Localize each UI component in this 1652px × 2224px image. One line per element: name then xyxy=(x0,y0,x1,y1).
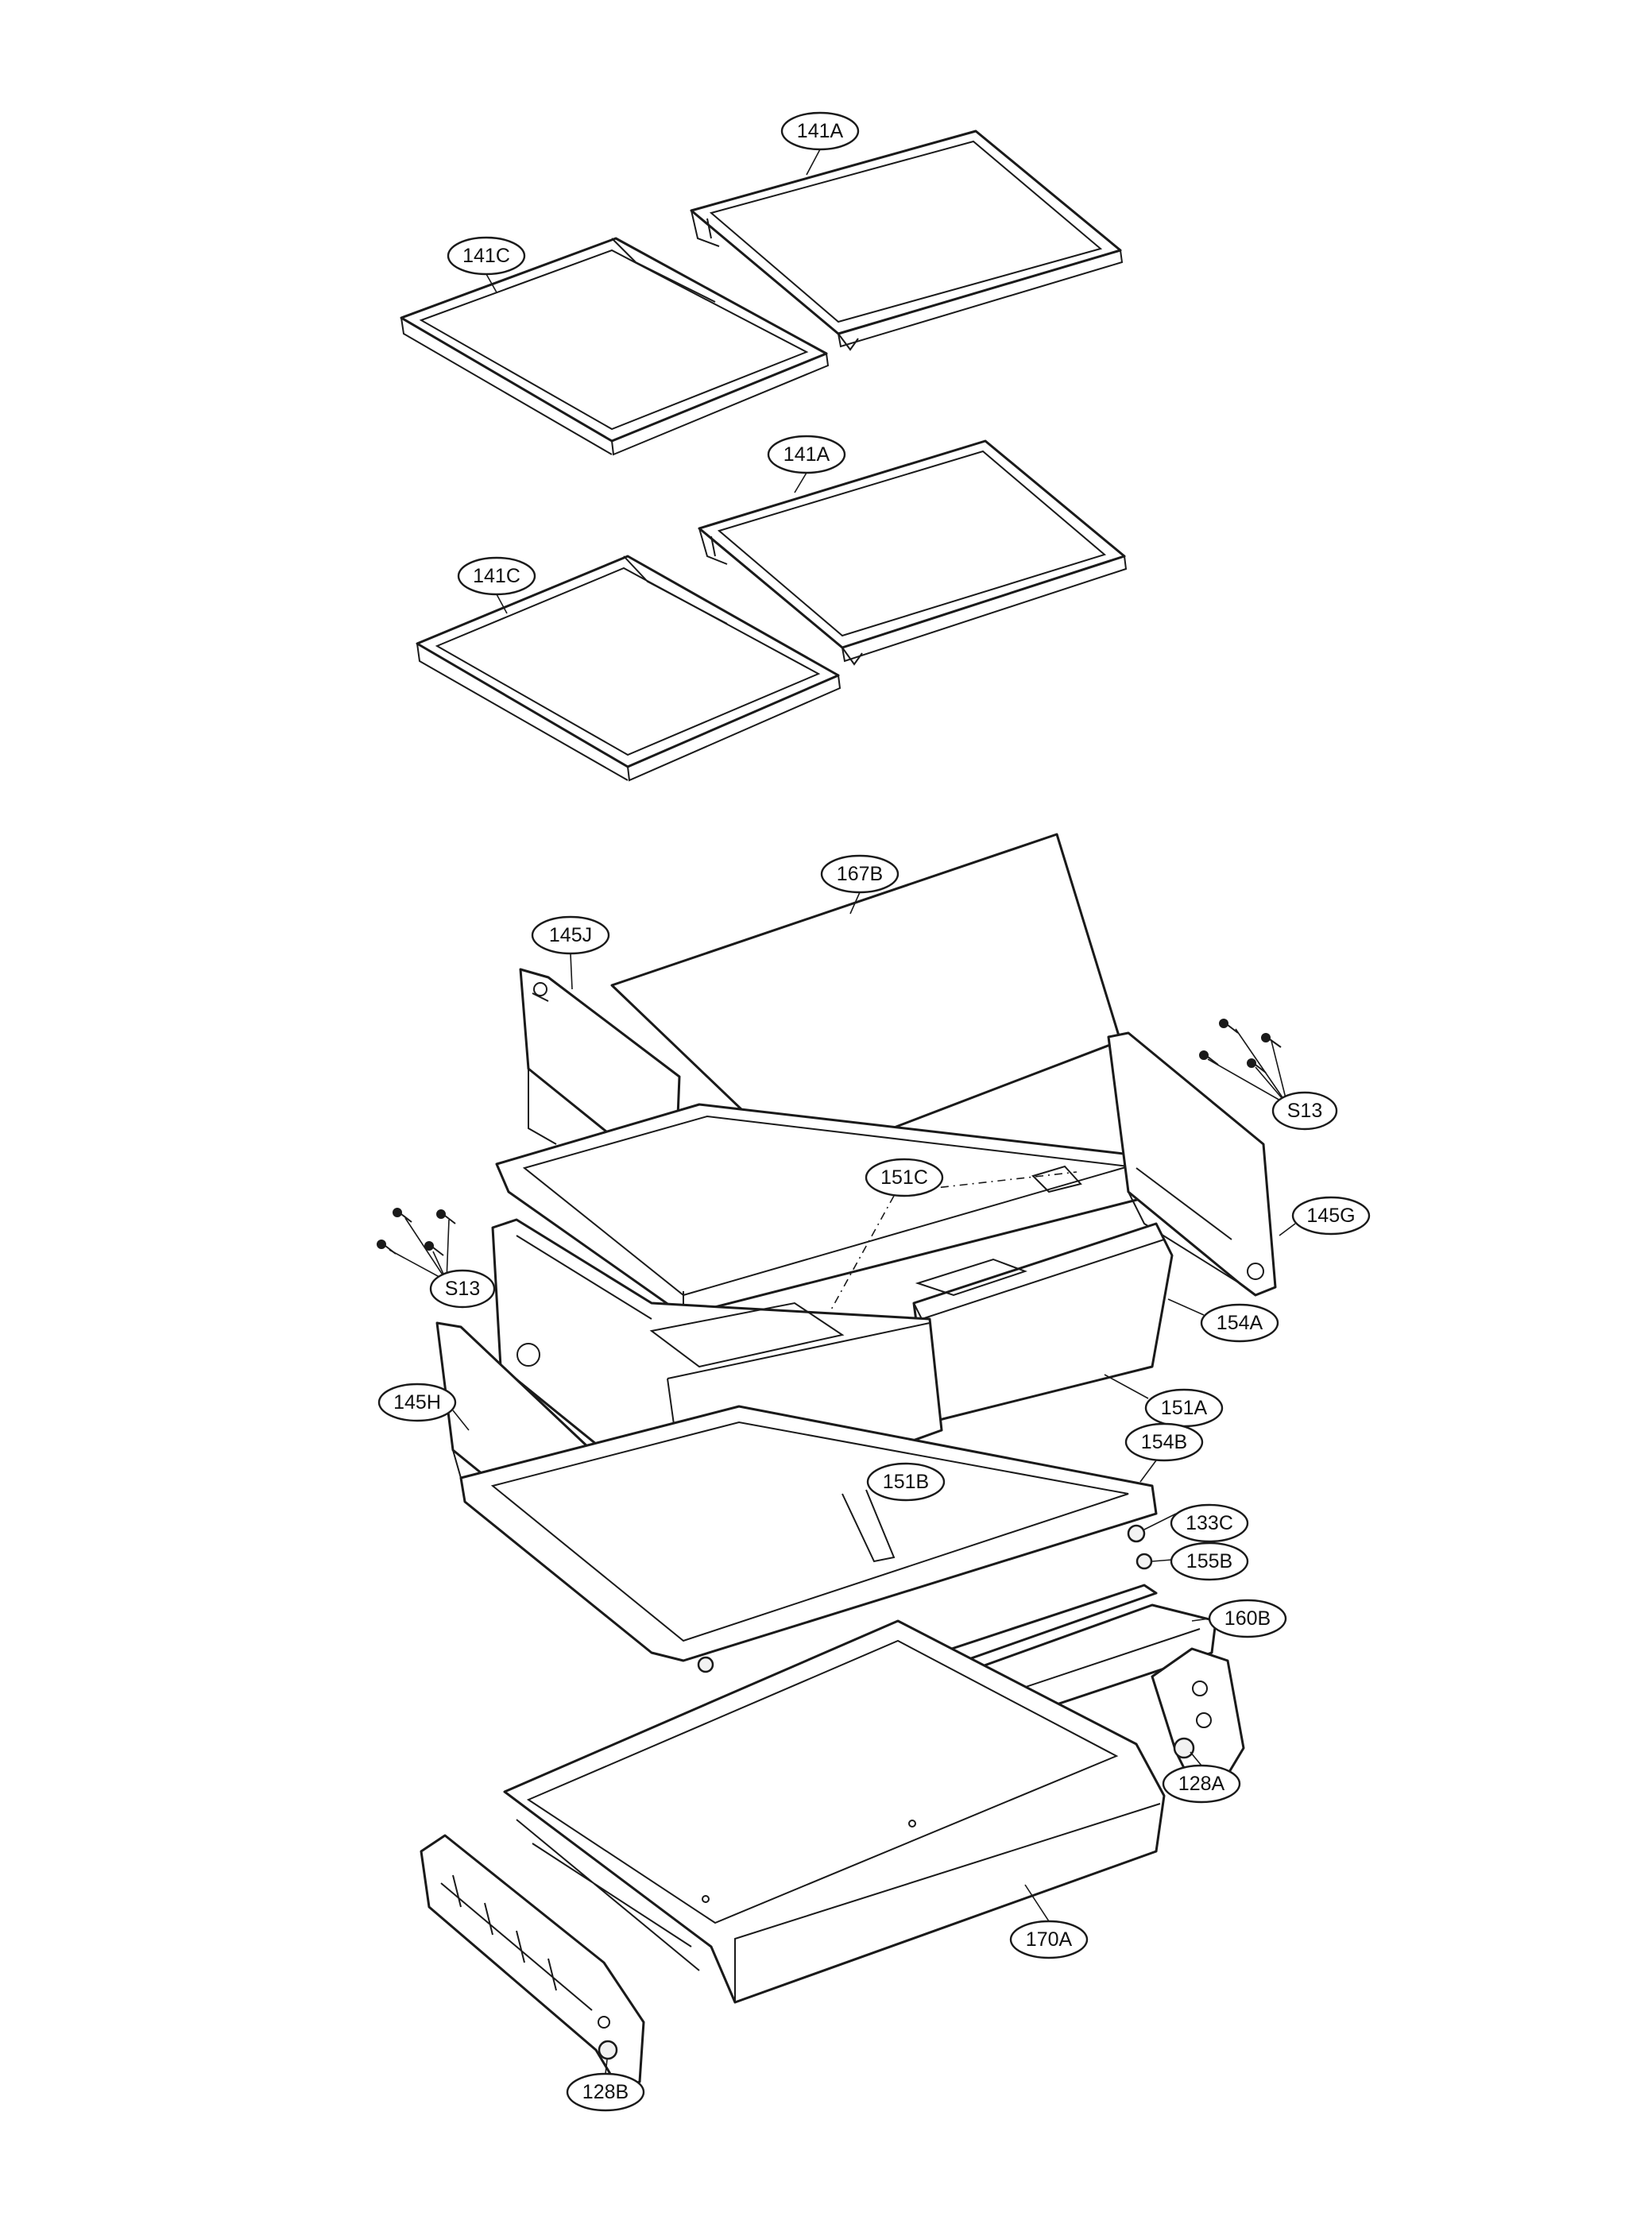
callout-145g-label: 145G xyxy=(1306,1205,1355,1227)
callout-160b-label: 160B xyxy=(1224,1607,1271,1630)
callout-145j: 145J xyxy=(531,915,610,955)
screws-s13-right xyxy=(1199,1019,1282,1073)
shelf-141c-second xyxy=(416,555,841,782)
callout-141a-top-label: 141A xyxy=(797,120,844,142)
callout-155b-label: 155B xyxy=(1186,1550,1232,1572)
callout-154a-label: 154A xyxy=(1217,1312,1263,1334)
shelf-141c-top xyxy=(400,237,830,456)
callout-128b: 128B xyxy=(566,2072,645,2112)
callout-170a-label: 170A xyxy=(1026,1928,1073,1951)
callout-151a-label: 151A xyxy=(1161,1397,1208,1419)
callout-128a-label: 128A xyxy=(1178,1773,1225,1795)
callout-133c-label: 133C xyxy=(1186,1512,1233,1534)
callout-154b: 154B xyxy=(1124,1422,1204,1462)
callout-s13-left-label: S13 xyxy=(445,1278,480,1300)
callout-167b: 167B xyxy=(820,854,900,894)
callout-170a: 170A xyxy=(1009,1920,1089,1959)
callout-151c: 151C xyxy=(865,1158,944,1197)
callout-s13-left: S13 xyxy=(429,1269,496,1309)
callout-145g: 145G xyxy=(1291,1196,1371,1236)
callout-167b-label: 167B xyxy=(837,863,883,885)
pantry-drawer-170a xyxy=(503,1619,1166,2004)
callout-133c: 133C xyxy=(1170,1503,1249,1543)
callout-151a: 151A xyxy=(1144,1388,1224,1428)
callout-141a-second-label: 141A xyxy=(783,443,830,466)
callout-151b: 151B xyxy=(866,1462,946,1502)
roller-155b xyxy=(697,1553,1153,1673)
crisper-drawer-151a xyxy=(912,1222,1174,1424)
callout-141c-second: 141C xyxy=(457,556,536,596)
callout-128a: 128A xyxy=(1162,1764,1241,1804)
callout-141c-second-label: 141C xyxy=(473,565,520,587)
callout-141a-second: 141A xyxy=(767,435,846,474)
tray-154b xyxy=(459,1405,1158,1662)
callout-151b-label: 151B xyxy=(883,1471,929,1493)
rail-bracket-128b xyxy=(420,1834,645,2091)
callout-s13-right: S13 xyxy=(1271,1091,1338,1131)
callout-141c-top: 141C xyxy=(447,236,526,276)
callout-154b-label: 154B xyxy=(1141,1431,1187,1453)
callout-128b-label: 128B xyxy=(582,2081,629,2103)
callout-s13-right-label: S13 xyxy=(1287,1100,1322,1122)
callout-160b: 160B xyxy=(1208,1599,1287,1638)
callout-145h: 145H xyxy=(377,1383,457,1422)
roller-133c xyxy=(1127,1524,1146,1543)
callout-145h-label: 145H xyxy=(393,1391,441,1414)
shelf-141a-second xyxy=(698,439,1128,666)
shelf-141a-top xyxy=(690,130,1124,351)
callout-145j-label: 145J xyxy=(549,924,592,946)
callout-151c-label: 151C xyxy=(880,1166,928,1189)
screws-s13-left xyxy=(377,1208,456,1256)
callout-155b: 155B xyxy=(1170,1541,1249,1581)
callout-141c-top-label: 141C xyxy=(462,245,510,267)
rail-bracket-128a xyxy=(1151,1647,1245,1789)
callout-141a-top: 141A xyxy=(780,111,860,151)
callout-154a: 154A xyxy=(1200,1303,1279,1343)
side-bracket-145g xyxy=(1107,1031,1277,1297)
